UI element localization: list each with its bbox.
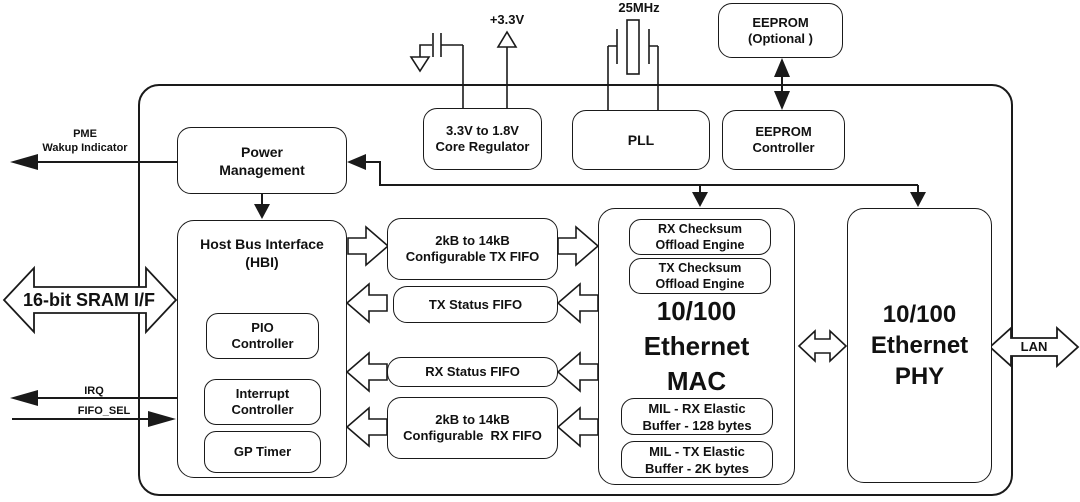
rx-fifo-block: 2kB to 14kB Configurable RX FIFO (387, 397, 558, 459)
crystal-wires (607, 29, 659, 110)
interrupt-controller-block: Interrupt Controller (204, 379, 321, 425)
mac-title: 10/100 Ethernet MAC (643, 296, 750, 396)
sram-bus-arrow-icon (2, 265, 178, 335)
crystal-label: 25MHz (618, 0, 660, 15)
mil-tx-buffer-block: MIL - TX Elastic Buffer - 2K bytes (621, 441, 773, 478)
phy-block: 10/100 Ethernet PHY (847, 208, 992, 483)
eeprom-optional-block: EEPROM (Optional ) (718, 3, 843, 58)
supply-arrow-icon (496, 30, 518, 48)
rx-status-fifo-block: RX Status FIFO (387, 357, 558, 387)
pll-block: PLL (572, 110, 710, 170)
pme-label: PME Wakup Indicator (42, 128, 128, 154)
mac-tx-status-arrow-icon (556, 282, 599, 324)
rx-status-out-arrow-icon (345, 351, 388, 393)
pme-arrowhead-icon (10, 154, 38, 170)
hbi-block: Host Bus Interface (HBI) PIO Controller … (177, 220, 347, 478)
tx-checksum-block: TX Checksum Offload Engine (629, 258, 771, 294)
gp-timer-block: GP Timer (204, 431, 321, 473)
rx-fifo-out-arrow-icon (345, 406, 388, 448)
eeprom-controller-block: EEPROM Controller (722, 110, 845, 170)
mac-block: RX Checksum Offload Engine TX Checksum O… (598, 208, 795, 485)
fifo-sel-label: FIFO_SEL (77, 405, 131, 417)
mac-tx-in-arrow-icon (557, 225, 600, 267)
irq-arrowhead-icon (10, 390, 38, 406)
tx-status-fifo-block: TX Status FIFO (393, 286, 558, 323)
rx-checksum-block: RX Checksum Offload Engine (629, 219, 771, 255)
capacitor-icon (419, 33, 464, 110)
pm-in-arrowhead-icon (347, 154, 366, 170)
tx-fifo-block: 2kB to 14kB Configurable TX FIFO (387, 218, 558, 280)
pio-controller-block: PIO Controller (206, 313, 319, 359)
power-management-block: Power Management (177, 127, 347, 194)
tx-status-out-arrow-icon (345, 282, 388, 324)
tx-fifo-in-arrow-icon (347, 225, 390, 267)
fifo-sel-arrowhead-icon (148, 411, 176, 427)
phy-top-arrowhead-icon (910, 192, 926, 207)
hbi-title: Host Bus Interface (HBI) (200, 236, 324, 270)
power-bus-wire (366, 161, 919, 192)
mac-rx-out-arrow-icon (556, 406, 599, 448)
core-regulator-block: 3.3V to 1.8V Core Regulator (423, 108, 542, 170)
mac-rx-status-arrow-icon (556, 351, 599, 393)
crystal-icon (626, 19, 640, 75)
ground-icon (409, 56, 431, 73)
mil-rx-buffer-block: MIL - RX Elastic Buffer - 128 bytes (621, 398, 773, 435)
hbi-top-arrowhead-icon (254, 204, 270, 219)
irq-label: IRQ (84, 385, 104, 397)
lan-label: LAN (1020, 339, 1048, 354)
eeprom-up-arrowhead-icon (774, 58, 790, 77)
mac-phy-arrow-icon (797, 329, 848, 363)
mac-top-arrowhead-icon (692, 192, 708, 207)
sram-bus-label: 16-bit SRAM I/F (22, 290, 155, 310)
lan-arrow-icon (988, 325, 1080, 369)
supply-label: +3.3V (489, 12, 525, 27)
eeprom-down-arrowhead-icon (774, 91, 790, 110)
